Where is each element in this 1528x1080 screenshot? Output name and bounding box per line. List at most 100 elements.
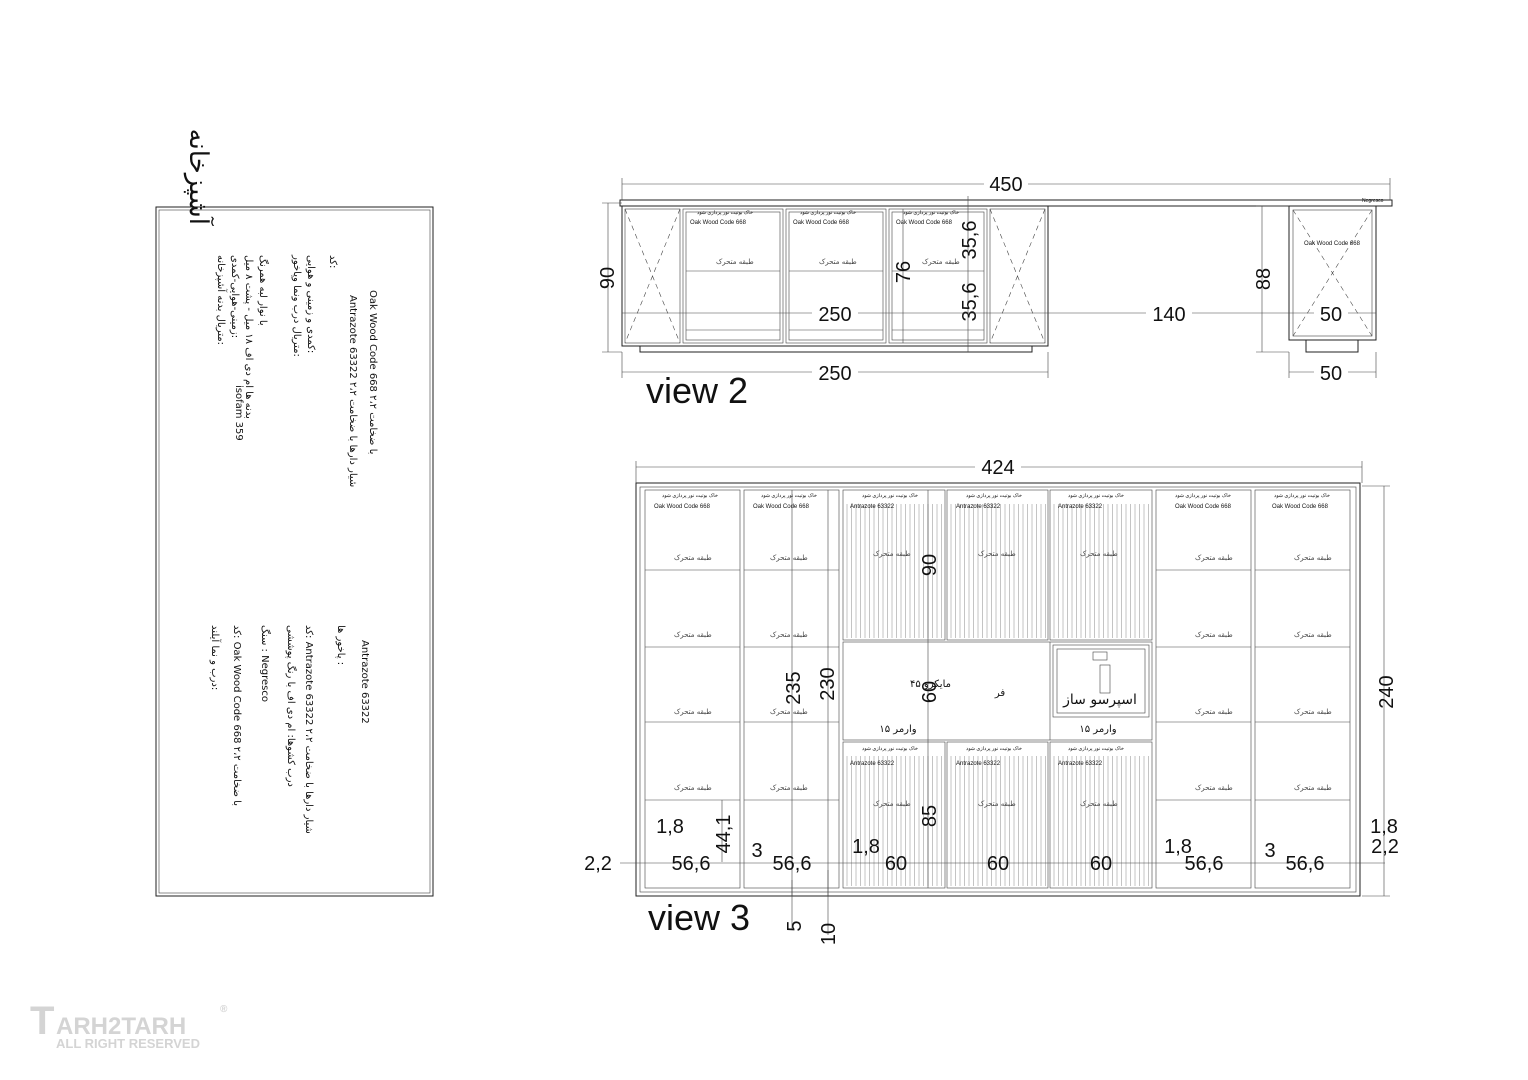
dim-view3-drawer: 44,1	[713, 815, 735, 854]
view3-grain-note-6: خاک بوتیت نور پردازی شود	[862, 746, 918, 752]
view3-shelf-10b: طبقه متحرک	[1294, 631, 1332, 639]
view2-unit-2: خاک بوتیت نور پردازی شود Oak Wood Code 6…	[785, 208, 887, 344]
view3-shelf-3: طبقه متحرک	[873, 550, 911, 558]
dim-bottom-11: 56,6	[1185, 853, 1224, 875]
dim-view3-base10: 10	[818, 923, 840, 945]
dim-view3-height: 240	[1376, 675, 1398, 708]
dim-view2-total: 450	[989, 174, 1022, 196]
view3-grain-note-5: خاک بوتیت نور پردازی شود	[1068, 493, 1124, 499]
note-line-5: با نوار لبه همرنگ	[257, 255, 269, 326]
view3-shelf-10c: طبقه متحرک	[1294, 708, 1332, 716]
dim-view3-235: 235	[783, 671, 805, 704]
dim-bottom-10: 1,8	[1164, 836, 1192, 858]
dim-bottom-7: 60	[885, 853, 907, 875]
view3-oak-label-3: Oak Wood Code 668	[1175, 504, 1232, 510]
dim-view3-middle: 60	[919, 681, 941, 703]
view2-oak-label-3: Oak Wood Code 668	[896, 220, 953, 226]
brand-logo: T ARH2TARH ® ALL RIGHT RESERVED	[30, 999, 228, 1051]
warmer-label-1: وارمر ۱۵	[879, 724, 916, 735]
note-line-14: درب کشوها: ام دی اف با رنگ پوششی	[285, 625, 297, 787]
view3-shelf-10a: طبقه متحرک	[1294, 554, 1332, 562]
dim-view2-inner: 76	[893, 261, 915, 283]
dim-view3-230: 230	[817, 667, 839, 700]
view3-antra-label-3: Antrazote 63322	[1058, 504, 1103, 510]
dim-bottom-4: 3	[751, 840, 762, 862]
dim-view2-side-height: 88	[1253, 268, 1275, 290]
view2-grain-note-3: خاک بوتیت نور پردازی شود	[903, 210, 959, 216]
note-line-13: سنگ : Negresco	[259, 625, 271, 702]
countertop	[619, 199, 1393, 207]
view3-grain-note-3: خاک بوتیت نور پردازی شود	[862, 493, 918, 499]
dim-view2-side-width: 50	[1320, 304, 1342, 326]
note-line-3: بدنه ها ام دی اف ۱۸ میل - پشت ۸ میل	[243, 255, 254, 419]
view3-shelf-2b: طبقه متحرک	[770, 631, 808, 639]
view3-antra-label-2: Antrazote 63322	[956, 504, 1001, 510]
view3-shelf-6: طبقه متحرک	[873, 800, 911, 808]
dim-bottom-13: 56,6	[1286, 853, 1325, 875]
dim-view2-lower: 35,6	[959, 283, 981, 322]
view3-antra-label-1: Antrazote 63322	[850, 504, 895, 510]
logo-registered: ®	[220, 1004, 228, 1015]
note-line-7: کمدی و زمینی و هوایی:	[305, 255, 316, 353]
note-line-15: کد: Antrazote 63322 شیار دارها با ضخامت …	[303, 625, 314, 834]
note-line-9: Antrazote 63322 شیار دارها با ضخامت ۲،۲	[347, 295, 358, 487]
logo-brand: ARH2TARH	[56, 1013, 186, 1040]
dim-view3-upper: 90	[919, 554, 941, 576]
dim-view2-bottom-run: 250	[818, 363, 851, 385]
view2-oak-label-1: Oak Wood Code 668	[690, 220, 747, 226]
view3-grain-note-9: خاک بوتیت نور پردازی شود	[1175, 493, 1231, 499]
dim-bottom-6: 1,8	[852, 836, 880, 858]
view3-grain-note-1: خاک بوتیت نور پردازی شود	[662, 493, 718, 499]
dim-view3-lower: 85	[919, 805, 941, 827]
view3-outline	[635, 482, 1361, 897]
warmer-label-2: وارمر ۱۵	[1079, 724, 1116, 735]
view3-shelf-2c: طبقه متحرک	[770, 708, 808, 716]
view3-grain-note-10: خاک بوتیت نور پردازی شود	[1274, 493, 1330, 499]
view3-appliance-zone: مایکرو ۴۵ فر اسپرسو ساز وارمر ۱۵ وارمر ۱…	[842, 641, 1153, 741]
note-line-16: پاخور ها :	[335, 625, 346, 665]
dim-bottom-3: 56,6	[672, 853, 711, 875]
view3-oak-column-3: خاک بوتیت نور پردازی شود Oak Wood Code 6…	[1155, 489, 1252, 889]
dim-bottom-8: 60	[987, 853, 1009, 875]
view3-grain-note-2: خاک بوتیت نور پردازی شود	[761, 493, 817, 499]
note-line-8: کد:	[327, 255, 338, 268]
view3-shelf-1b: طبقه متحرک	[674, 631, 712, 639]
note-line-17: Antrazote 63322	[359, 640, 370, 724]
dim-view3-total: 424	[981, 457, 1014, 479]
view3-center-upper: خاک بوتیت نور پردازی شود خاک بوتیت نور پ…	[842, 489, 1153, 641]
view2-unit-1: خاک بوتیت نور پردازی شود Oak Wood Code 6…	[682, 208, 784, 344]
view3-label: view 3	[648, 897, 750, 938]
view3-antra-label-5: Antrazote 63322	[956, 761, 1001, 767]
dim-view2-run: 250	[818, 304, 851, 326]
view2-grain-note-2: خاک بوتیت نور پردازی شود	[800, 210, 856, 216]
view3-antra-label-4: Antrazote 63322	[850, 761, 895, 767]
note-line-6: متریال درب ونما وپاخور:	[291, 254, 302, 357]
view3-antra-label-6: Antrazote 63322	[1058, 761, 1103, 767]
note-line-4: isofam 359	[233, 385, 244, 441]
view3-oak-column-2: خاک بوتیت نور پردازی شود Oak Wood Code 6…	[743, 489, 840, 889]
view3-shelf-4: طبقه متحرک	[978, 550, 1016, 558]
view2-label: view 2	[646, 370, 748, 411]
view3-shelf-2a: طبقه متحرک	[770, 554, 808, 562]
view3-shelf-1c: طبقه متحرک	[674, 708, 712, 716]
microwave-label: مایکرو ۴۵	[910, 679, 951, 690]
note-line-2: زمینی-هوایی-کمدی:	[229, 255, 240, 338]
view2-shelf-2: طبقه متحرک	[819, 258, 857, 266]
view3-oak-label-4: Oak Wood Code 668	[1272, 504, 1329, 510]
view3-shelf-9a: طبقه متحرک	[1195, 554, 1233, 562]
view3-bottom-dims: 2,2 1,8 56,6 3 56,6 1,8 60 60 60 1,8 56,…	[584, 816, 1399, 875]
notes-panel: آشپزخانه متریال بدنه آشپزخانه: زمینی-هوا…	[155, 129, 434, 897]
view-2: Negresco خاک بوتیت نور پردازی شود Oak Wo…	[597, 173, 1393, 411]
view2-grain-note-1: خاک بوتیت نور پردازی شود	[697, 210, 753, 216]
view2-shelf-1: طبقه متحرک	[716, 258, 754, 266]
view3-oak-column-4: خاک بوتیت نور پردازی شود Oak Wood Code 6…	[1254, 489, 1351, 889]
view-3: خاک بوتیت نور پردازی شود Oak Wood Code 6…	[584, 456, 1399, 945]
view3-shelf-1a: طبقه متحرک	[674, 554, 712, 562]
note-line-11: درب و نما آیلند:	[209, 625, 222, 690]
dim-view2-height: 90	[597, 267, 619, 289]
view3-shelf-9b: طبقه متحرک	[1195, 631, 1233, 639]
view3-grain-note-4: خاک بوتیت نور پردازی شود	[966, 493, 1022, 499]
dim-bottom-2: 1,8	[656, 816, 684, 838]
dim-view2-side-bottom: 50	[1320, 363, 1342, 385]
